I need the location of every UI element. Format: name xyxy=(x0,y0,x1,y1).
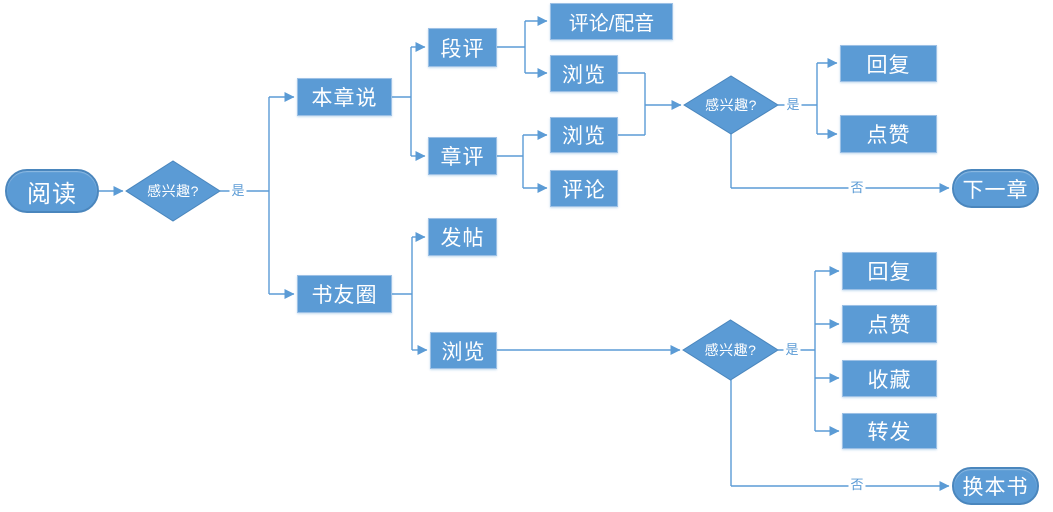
node-paragraph-comment: 段评 xyxy=(428,28,497,67)
edge-label-yes-2: 是 xyxy=(784,96,802,113)
node-forward: 转发 xyxy=(842,413,937,449)
edge-label-yes-3: 是 xyxy=(783,341,801,358)
node-browse-chapter: 浏览 xyxy=(550,117,618,153)
node-chapter-talk: 本章说 xyxy=(297,78,392,116)
node-like-circle: 点赞 xyxy=(842,305,937,343)
decision-diamond-2 xyxy=(683,75,779,135)
node-browse-paragraph: 浏览 xyxy=(550,55,618,92)
node-next-chapter: 下一章 xyxy=(952,169,1039,208)
node-post: 发帖 xyxy=(428,218,497,256)
node-book-circle: 书友圈 xyxy=(297,275,392,313)
edge-label-yes-1: 是 xyxy=(229,182,247,199)
node-like-chapter: 点赞 xyxy=(840,115,937,153)
node-reply-chapter: 回复 xyxy=(840,45,937,82)
node-reply-circle: 回复 xyxy=(842,252,937,290)
node-change-book: 换本书 xyxy=(952,467,1039,505)
edge-label-no-2: 否 xyxy=(848,476,866,493)
decision-diamond-1 xyxy=(125,160,221,222)
node-chapter-comment: 章评 xyxy=(428,137,497,175)
node-browse-circle: 浏览 xyxy=(430,332,497,369)
node-comment-dub: 评论/配音 xyxy=(550,3,673,40)
node-start-read: 阅读 xyxy=(5,169,99,213)
node-favorite: 收藏 xyxy=(842,360,937,397)
decision-diamond-3 xyxy=(682,319,779,381)
node-comment: 评论 xyxy=(550,170,618,207)
edge-label-no-1: 否 xyxy=(848,179,866,196)
